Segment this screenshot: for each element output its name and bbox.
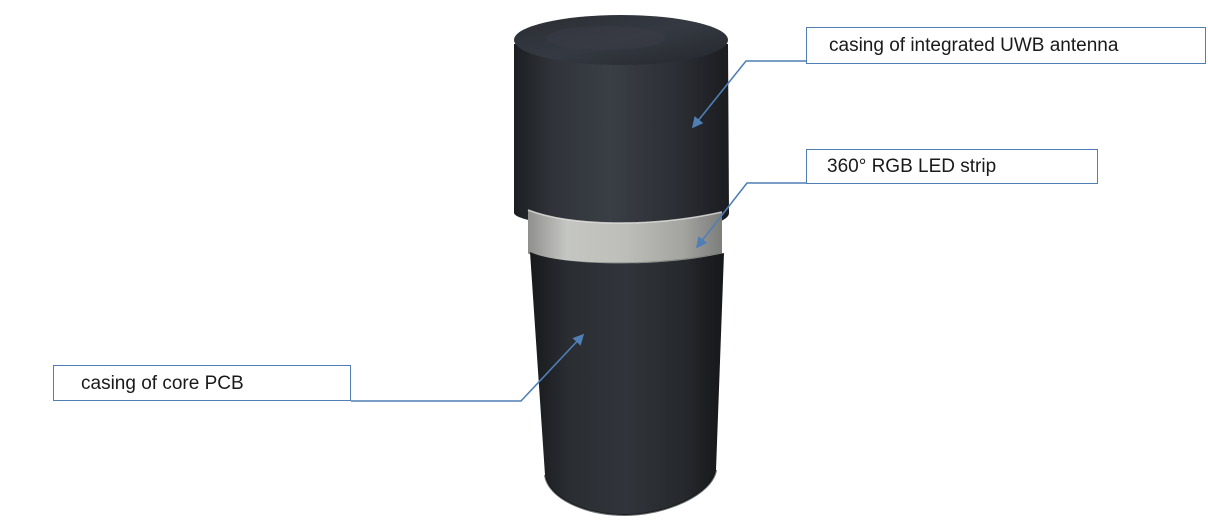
antenna-leader-line (691, 60, 806, 129)
callout-led-strip: 360° RGB LED strip (806, 149, 1098, 184)
callout-pcb: casing of core PCB (53, 365, 351, 401)
callout-antenna: casing of integrated UWB antenna (806, 27, 1206, 64)
callout-antenna-label: casing of integrated UWB antenna (829, 35, 1119, 56)
callout-pcb-label: casing of core PCB (81, 372, 244, 394)
antenna-casing-top (514, 15, 728, 65)
led-leader-line (695, 182, 806, 249)
antenna-casing (514, 15, 729, 232)
pcb-casing (530, 252, 724, 517)
pcb-leader-line (351, 333, 585, 402)
callout-led-strip-label: 360° RGB LED strip (827, 156, 997, 177)
